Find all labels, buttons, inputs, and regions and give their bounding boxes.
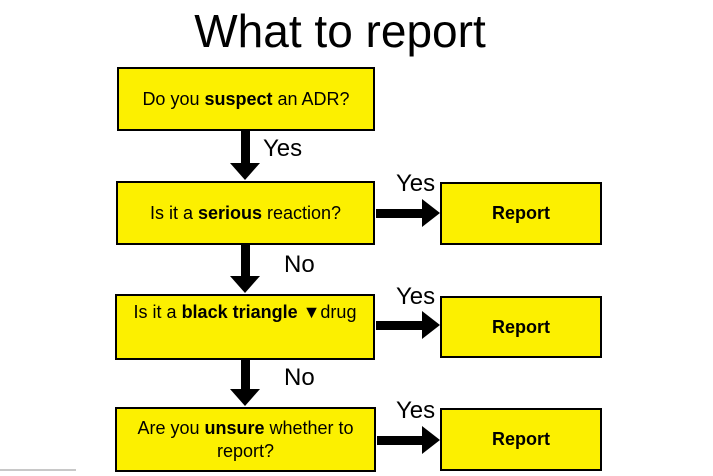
edge-label-no: No [284, 251, 315, 278]
right-arrow-icon [376, 311, 440, 339]
question-box-suspect-adr: Do you suspect an ADR? [117, 67, 375, 131]
question-box-serious-reaction: Is it a serious reaction? [116, 181, 375, 245]
question-text: Do you suspect an ADR? [142, 88, 350, 109]
report-box-1: Report [440, 182, 602, 245]
right-arrow-icon [376, 199, 440, 227]
report-box-2: Report [440, 296, 602, 358]
question-box-black-triangle: Is it a black triangle ▼drug [115, 294, 375, 360]
down-arrow-icon [230, 360, 260, 406]
edge-label-yes: Yes [396, 397, 436, 424]
edge-label-no: No [284, 364, 315, 391]
question-text: Is it a black triangle ▼drug [133, 302, 357, 322]
question-box-unsure: Are you unsure whether to report? [115, 407, 376, 472]
question-text: Are you unsure whether to report? [137, 418, 354, 461]
report-box-3: Report [440, 408, 602, 471]
right-arrow-icon [377, 426, 440, 454]
down-arrow-icon [230, 245, 260, 293]
down-arrow-icon [230, 131, 260, 180]
page-title: What to report [194, 5, 486, 57]
edge-label-yes: Yes [396, 283, 436, 310]
question-text: Is it a serious reaction? [149, 202, 342, 223]
edge-label-yes: Yes [263, 135, 303, 162]
footer-divider [0, 469, 76, 471]
edge-label-yes: Yes [396, 170, 436, 197]
